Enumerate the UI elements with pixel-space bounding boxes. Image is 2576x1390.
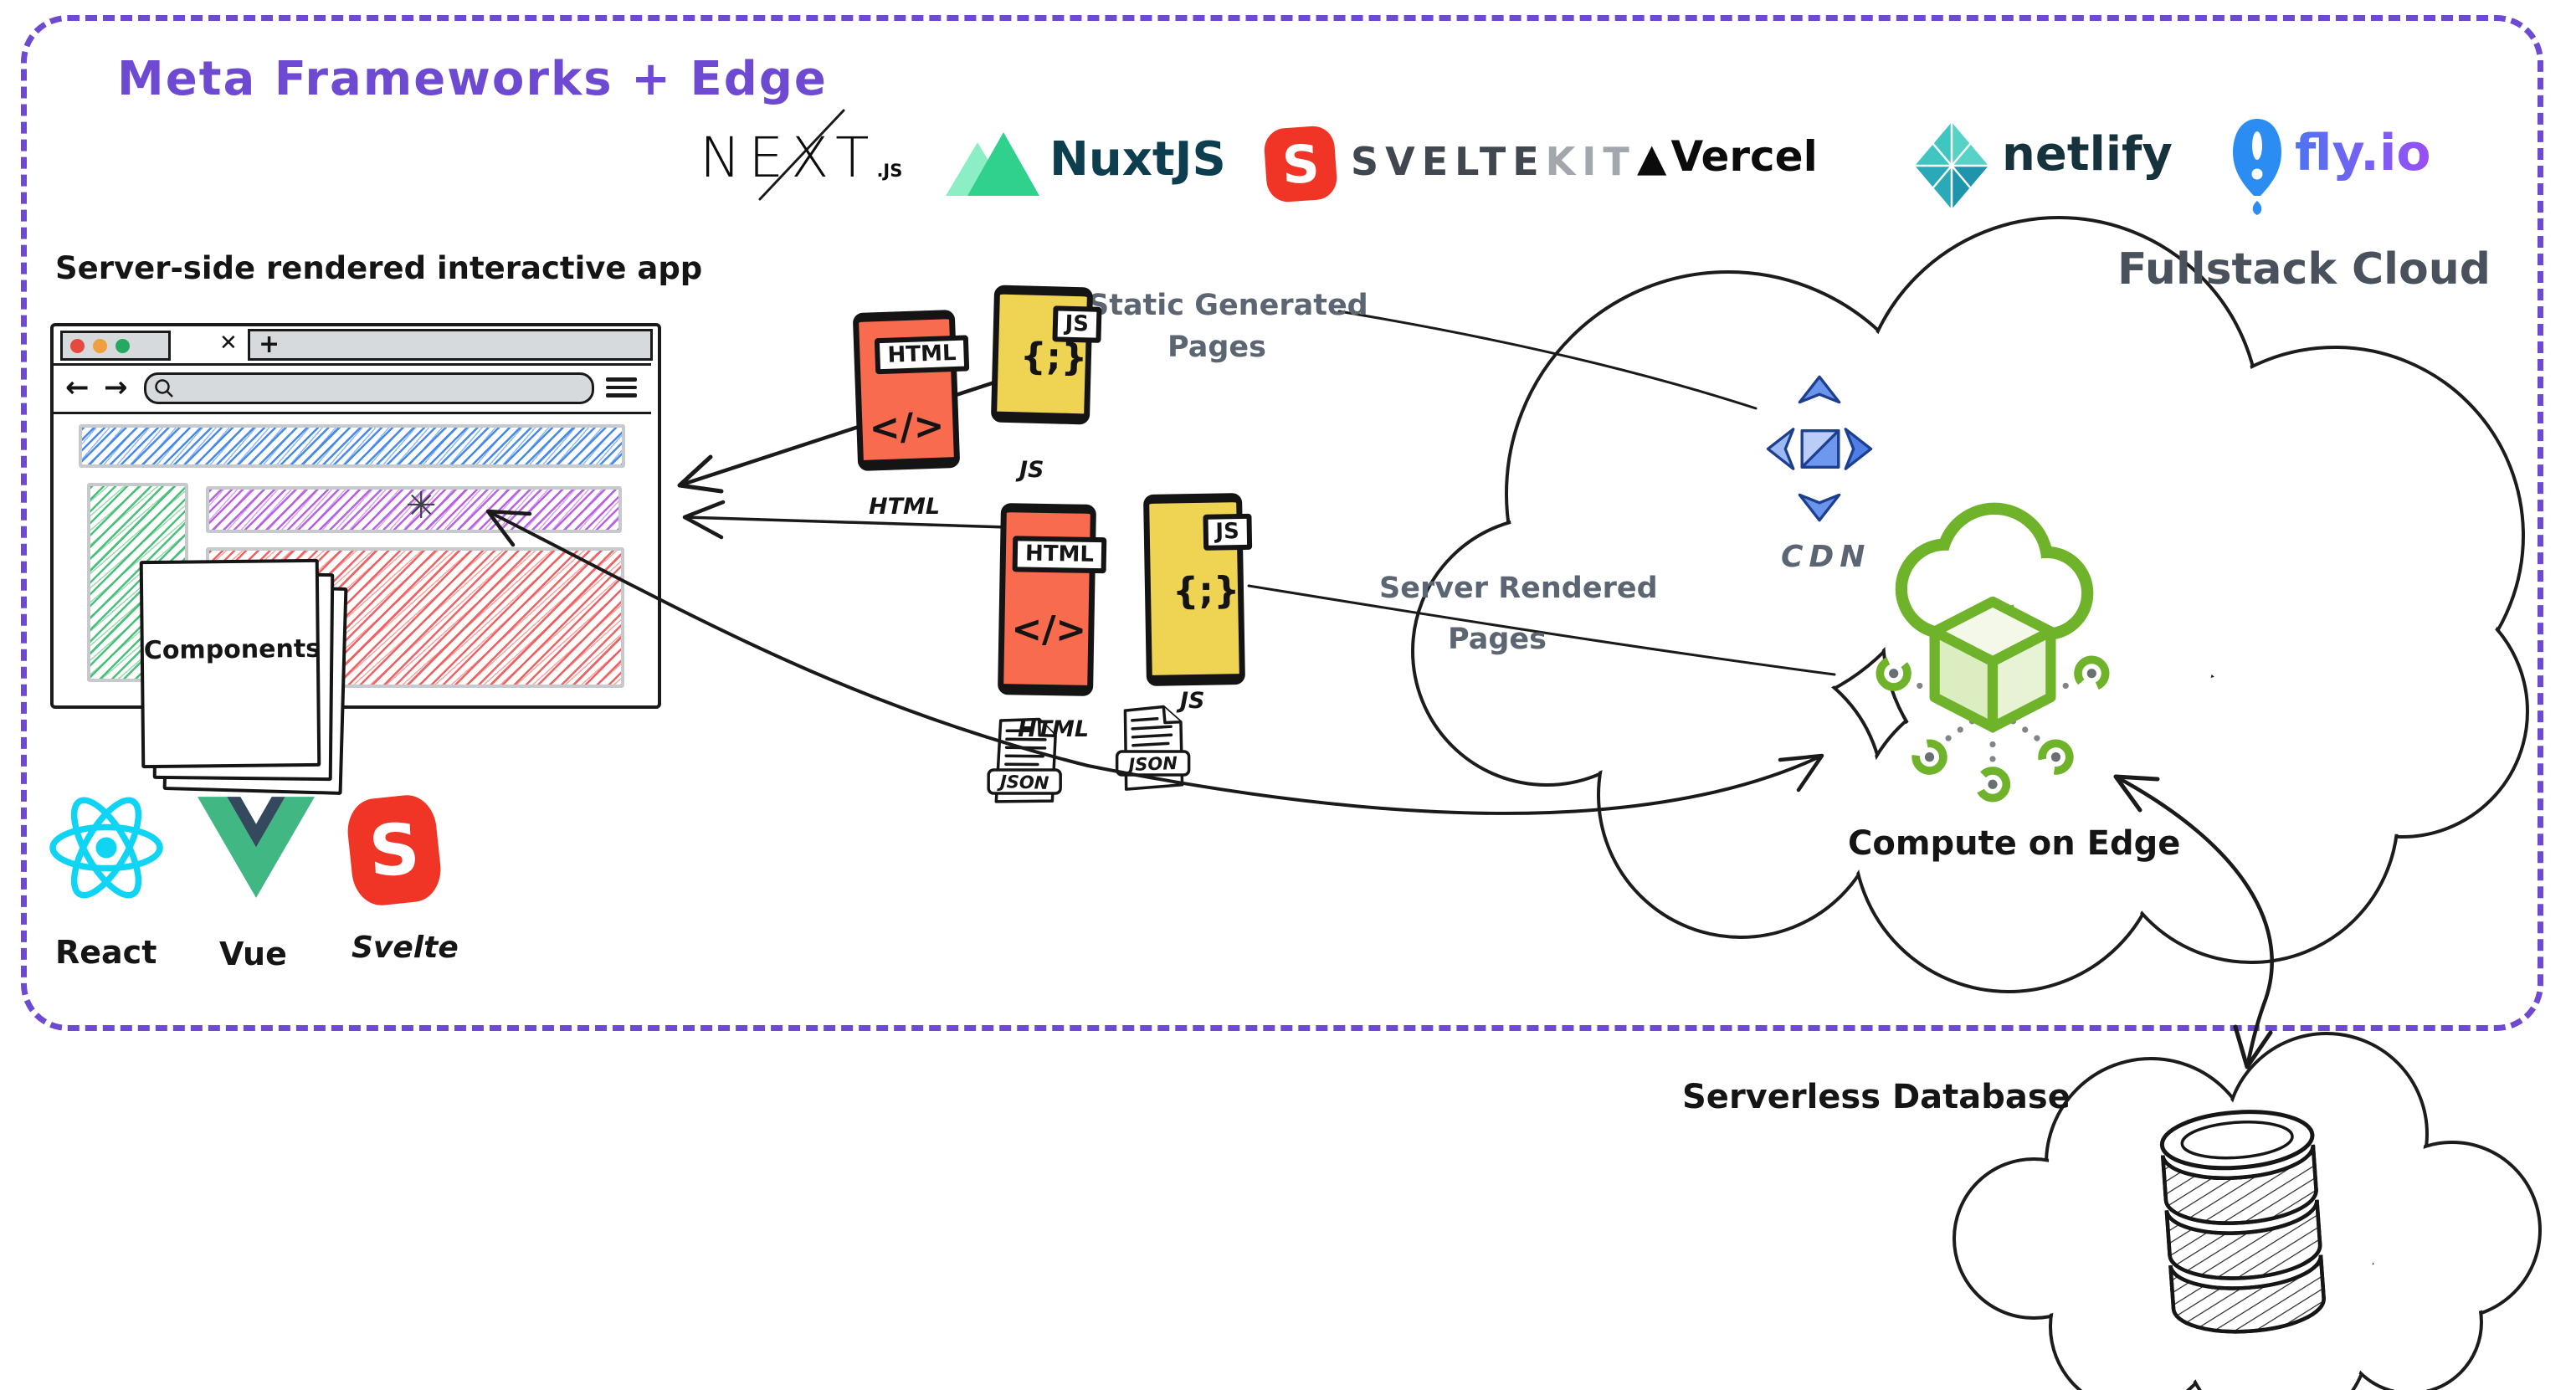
nextjs-logo: NEXT.JS: [700, 126, 902, 190]
database-cylinder-icon: [2159, 1110, 2326, 1334]
js-file-icon-server: JS {;}: [1143, 492, 1253, 687]
nextjs-wordmark: NEXT: [700, 126, 877, 190]
traffic-light-amber-icon[interactable]: [93, 338, 107, 353]
meta-frameworks-boundary: [21, 15, 2543, 1031]
vue-icon: [198, 797, 315, 898]
sveltekit-text-primary: SVELTE: [1351, 139, 1546, 184]
js-file-label-static: JS: [1019, 457, 1044, 483]
json-ribbon-label: JSON: [1125, 753, 1178, 775]
netlify-logo: [1915, 122, 1988, 209]
nuxtjs-logo: [939, 129, 1041, 197]
browser-new-tab-bar[interactable]: +: [248, 329, 653, 361]
json-ribbon-label: JSON: [997, 772, 1050, 793]
sveltekit-text-secondary: KIT: [1545, 139, 1636, 184]
wireframe-header-block: [79, 424, 625, 468]
serverless-database-label: Serverless Database: [1682, 1078, 2071, 1116]
html-badge: HTML: [1012, 536, 1107, 573]
static-pages-label-line2: Pages: [1167, 331, 1266, 364]
react-label: React: [55, 934, 157, 971]
cdn-label: CDN: [1781, 540, 1871, 574]
html-file-label-server: HTML: [1018, 716, 1090, 742]
json-doc-icon: JSON: [1111, 703, 1193, 792]
vercel-wordmark: Vercel: [1670, 132, 1818, 181]
search-icon: [155, 379, 173, 398]
sveltekit-icon: S: [1263, 125, 1338, 203]
js-file-label-server: JS: [1180, 688, 1205, 714]
browser-tab-active[interactable]: [60, 331, 171, 361]
components-card-front: Components: [139, 558, 321, 769]
app-label: Server-side rendered interactive app: [55, 250, 703, 286]
compute-on-edge-label: Compute on Edge: [1848, 824, 2181, 863]
svelte-icon: S: [344, 792, 444, 909]
html-file-label-static: HTML: [869, 494, 941, 520]
spinner-icon: ✳: [405, 485, 437, 527]
back-arrow-icon[interactable]: ←: [65, 371, 90, 404]
flyio-balloon-icon: [2233, 119, 2281, 215]
browser-nav-bar: ← →: [54, 366, 651, 414]
compute-on-edge-icon: [1865, 474, 2121, 815]
wireframe-component-block: ✳: [206, 485, 622, 533]
flyio-wordmark: fly.io: [2295, 124, 2431, 182]
fullstack-cloud-label: Fullstack Cloud: [2117, 244, 2491, 295]
tab-close-icon[interactable]: ✕: [219, 331, 238, 356]
components-label: Components: [143, 633, 321, 666]
traffic-light-green-icon[interactable]: [115, 338, 130, 353]
url-bar[interactable]: [144, 372, 594, 404]
html-code-glyph: </>: [868, 404, 946, 450]
static-pages-label-line1: Static Generated: [1088, 289, 1368, 322]
html-badge: HTML: [874, 335, 970, 374]
server-pages-label-line2: Pages: [1448, 623, 1547, 656]
sveltekit-wordmark: SVELTEKIT: [1351, 139, 1636, 184]
nuxtjs-icon: [946, 132, 1039, 196]
traffic-light-red-icon[interactable]: [70, 338, 85, 353]
new-tab-icon[interactable]: +: [259, 330, 280, 359]
nextjs-suffix: .JS: [876, 161, 903, 181]
html-file-icon-server: HTML </>: [998, 503, 1107, 696]
js-badge: JS: [1203, 513, 1253, 551]
server-pages-label-line1: Server Rendered: [1379, 572, 1658, 605]
svelte-label: Svelte: [352, 931, 459, 965]
react-icon: [44, 785, 169, 910]
html-code-glyph: </>: [1010, 608, 1087, 652]
forward-arrow-icon[interactable]: →: [104, 371, 128, 404]
js-code-glyph: {;}: [1172, 569, 1240, 613]
vercel-logo: ▲ Vercel: [1637, 132, 1818, 181]
cdn-icon: [1760, 367, 1879, 531]
page-title: Meta Frameworks + Edge: [117, 52, 828, 106]
html-file-icon-static: HTML </>: [852, 309, 970, 472]
nuxtjs-wordmark: NuxtJS: [1049, 132, 1226, 187]
browser-tab-strip: ✕ +: [54, 326, 653, 366]
js-code-glyph: {;}: [1019, 335, 1088, 380]
js-file-icon-static: JS {;}: [990, 285, 1102, 425]
vercel-triangle-icon: ▲: [1637, 135, 1667, 180]
netlify-icon: [1915, 122, 1988, 209]
netlify-wordmark: netlify: [2002, 127, 2173, 182]
hamburger-menu-icon[interactable]: [606, 373, 637, 402]
flyio-logo: [2230, 117, 2285, 218]
vue-label: Vue: [219, 936, 287, 972]
